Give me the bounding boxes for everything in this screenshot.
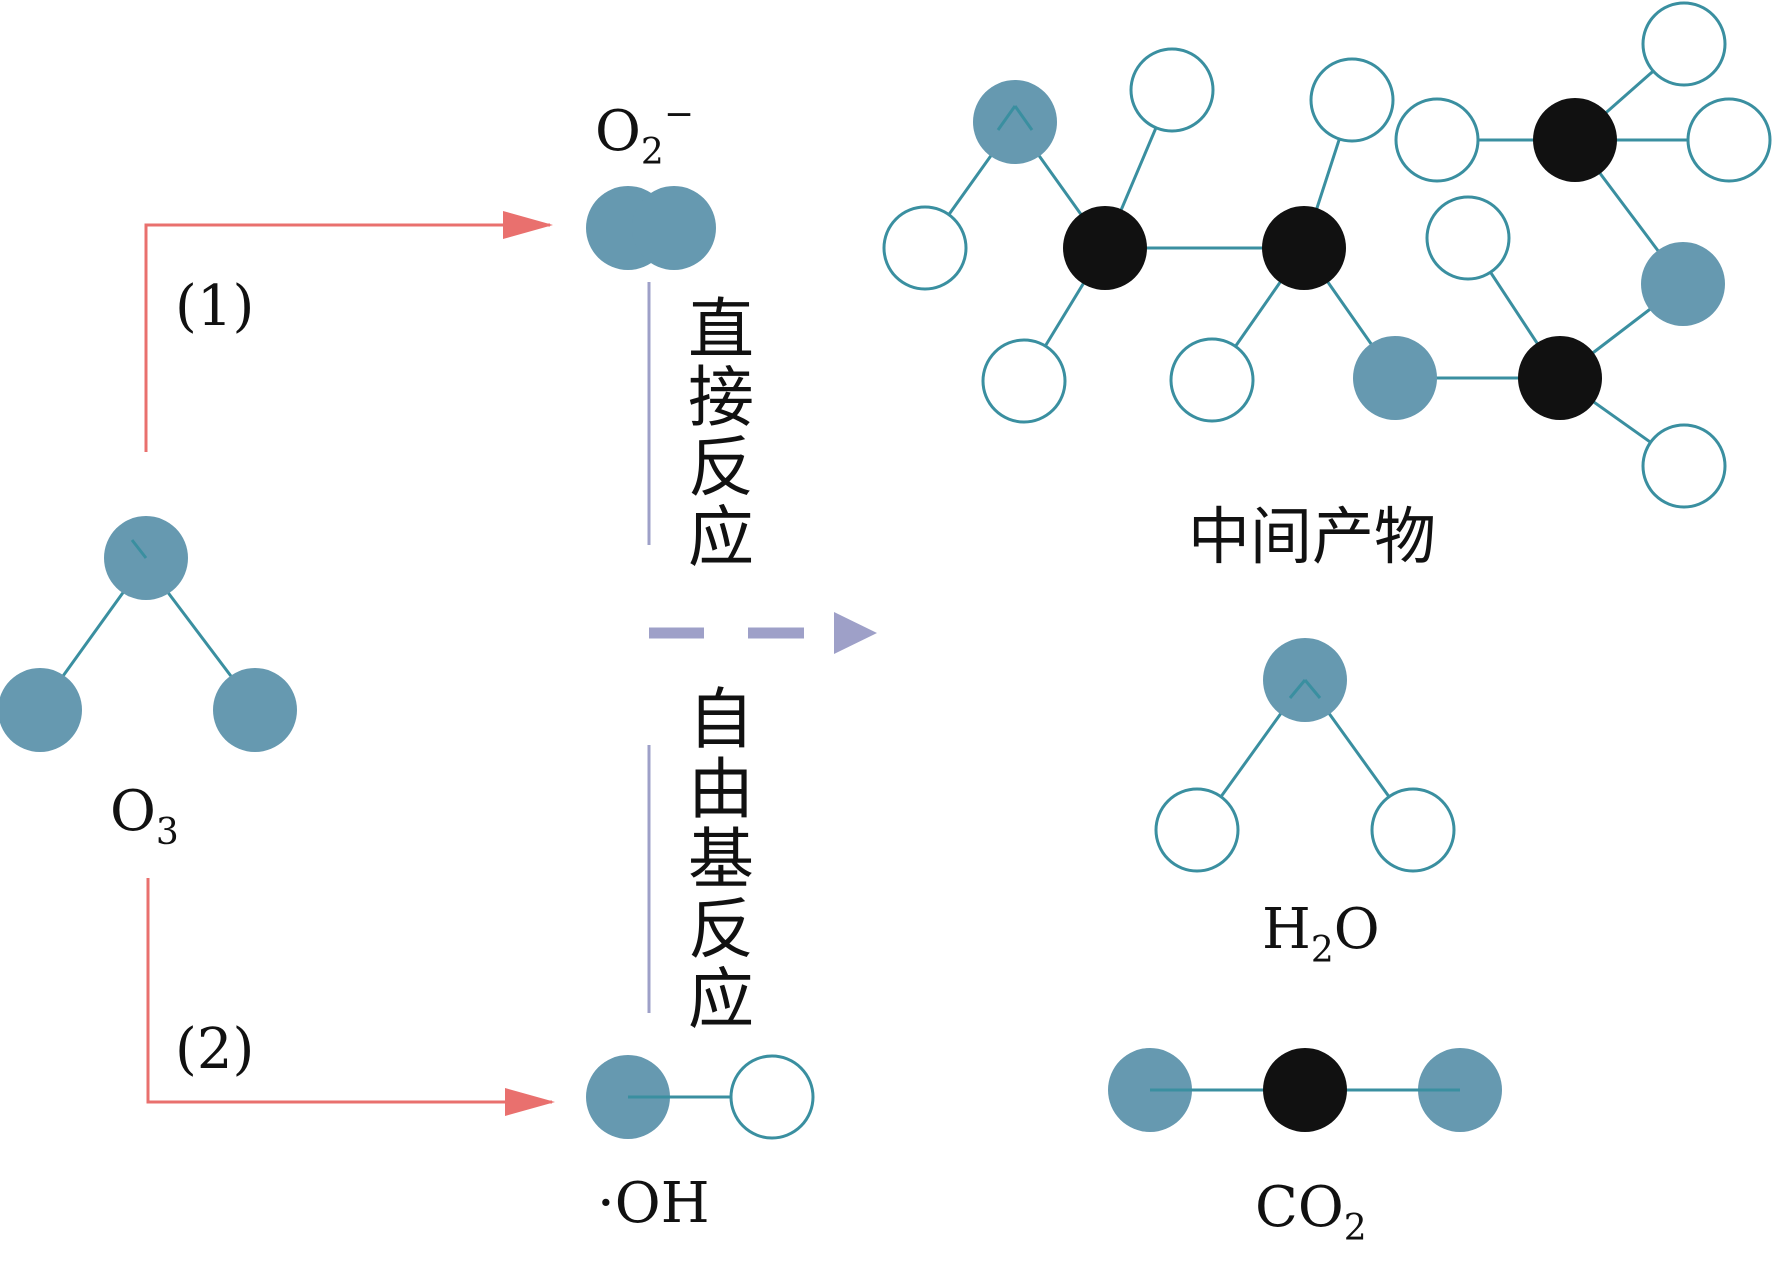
ozone-molecule-icon [0,516,297,752]
pathway-2-label: (2) [175,1017,254,1082]
direct-reaction-char: 直 [688,291,754,368]
superoxide-molecule-icon [586,186,716,270]
hydrogen-atom [1394,97,1480,183]
intermediate-product-molecule-icon [882,1,1772,509]
pathway-2-arrow [146,878,555,1116]
hydrogen-atom [1641,1,1727,87]
carbon-atom [1263,1048,1347,1132]
radical-reaction-char: 反 [688,891,754,968]
oxygen-atom [973,80,1057,164]
oxygen-atom [1353,336,1437,420]
radical-reaction-char: 应 [688,961,754,1038]
hydroxyl-radical-icon [586,1054,815,1140]
oxygen-atom [632,186,716,270]
carbon-dioxide-molecule-icon [1108,1048,1502,1132]
radical-reaction-char: 自 [688,681,754,758]
radical-reaction-char: 由 [688,751,754,828]
hydrogen-atom [1309,57,1395,143]
oxygen-atom [213,668,297,752]
carbon-atom [1533,98,1617,182]
hydrogen-atom [1370,787,1456,873]
direct-reaction-char: 接 [688,359,754,436]
hydrogen-atom [729,1054,815,1140]
pathway-1-label: (1) [175,274,254,339]
oxygen-atom [0,668,82,752]
hydrogen-atom [1641,423,1727,509]
pathway-1-arrow [144,211,553,452]
hydrogen-atom [981,338,1067,424]
water-label: H2O [1262,897,1380,971]
water-molecule-icon [1154,638,1456,873]
direct-reaction-char: 应 [688,499,754,576]
dashed-reaction-arrow [649,612,877,654]
hydroxyl-label: ·OH [597,1171,710,1236]
intermediate-label: 中间产物 [1188,500,1436,573]
hydrogen-atom [882,205,968,291]
hydrogen-atom [1686,97,1772,183]
superoxide-label: O2− [595,94,694,173]
co2-label: CO2 [1255,1175,1367,1249]
oxygen-atom [1641,242,1725,326]
direct-reaction-char: 反 [688,429,754,506]
hydrogen-atom [1169,337,1255,423]
ozone-label: O3 [110,779,179,853]
carbon-atom [1262,206,1346,290]
hydrogen-atom [1129,47,1215,133]
radical-reaction-char: 基 [688,821,754,898]
carbon-atom [1518,336,1602,420]
hydrogen-atom [1425,195,1511,281]
carbon-atom [1063,206,1147,290]
hydrogen-atom [1154,787,1240,873]
